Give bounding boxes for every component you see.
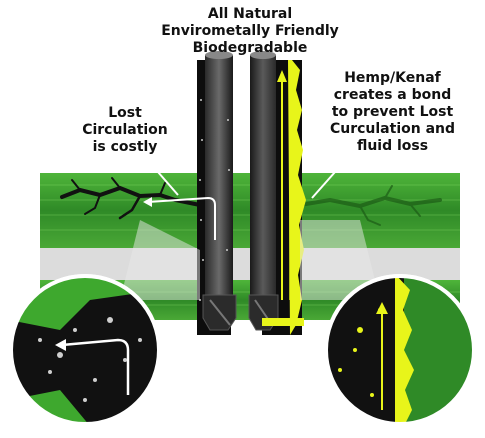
drill-pipe-right [250, 51, 276, 295]
label-line: Curculation and [329, 121, 456, 137]
label-line: All Natural [207, 6, 293, 22]
magnifier-cone-right [300, 220, 380, 300]
magnifier-circle-icon [9, 274, 161, 426]
drill-bit-icon [202, 294, 279, 331]
label-line: Circulation [82, 122, 168, 138]
label-line: Envirometally Friendly [161, 23, 339, 39]
drill-pipe-left [205, 51, 233, 295]
label-line: creates a bond [333, 87, 452, 103]
label-line: Hemp/Kenaf [344, 70, 441, 86]
hemp-kenaf-label: Hemp/Kenaf creates a bond to prevent Los… [300, 70, 485, 155]
cuttings-particles [199, 99, 230, 301]
label-line: is costly [92, 139, 158, 155]
sealed-crack [298, 185, 442, 226]
callout-pointers [157, 171, 336, 199]
hemp-kenaf-lining [262, 60, 306, 335]
flow-arrow-icon [143, 196, 216, 240]
label-line: to prevent Lost [331, 104, 454, 120]
crack-icon [60, 177, 202, 220]
lost-circulation-label: Lost Circulation is costly [70, 105, 180, 156]
benefits-label: All Natural Envirometally Friendly Biode… [150, 6, 350, 57]
label-line: Biodegradable [192, 40, 308, 56]
label-line: Lost [108, 105, 142, 121]
magnifier-circle-icon [324, 274, 476, 426]
label-line: fluid loss [356, 138, 429, 154]
magnifier-cone-left [120, 220, 200, 300]
